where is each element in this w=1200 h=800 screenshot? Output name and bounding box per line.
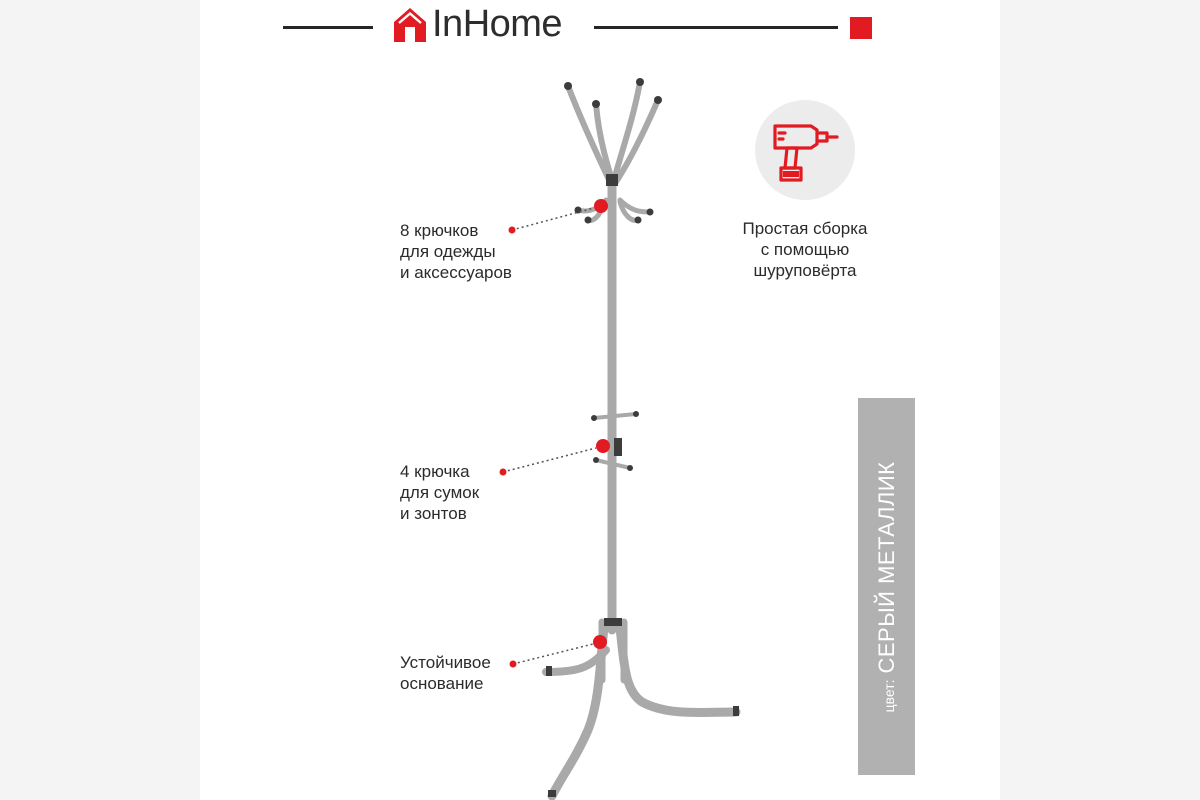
callout-line: и зонтов	[400, 504, 467, 523]
callout-line: Устойчивое	[400, 653, 491, 672]
assembly-line: Простая сборка	[742, 219, 868, 238]
callout-line: 4 крючка	[400, 462, 470, 481]
right-margin-band	[1000, 0, 1200, 800]
callout-line: основание	[400, 674, 484, 693]
assembly-caption: Простая сборка с помощью шуруповёрта	[705, 218, 905, 281]
callout-line: для одежды	[400, 242, 496, 261]
assembly-badge	[755, 100, 855, 200]
header-rule-right	[594, 26, 838, 29]
callout-hooks-top: 8 крючков для одежды и аксессуаров	[400, 220, 512, 283]
callout-line: и аксессуаров	[400, 263, 512, 282]
left-margin-band	[0, 0, 200, 800]
assembly-line: шуруповёрта	[753, 261, 857, 280]
house-icon	[394, 8, 426, 42]
color-value: СЕРЫЙ МЕТАЛЛИК	[873, 461, 899, 674]
color-label: цвет:	[880, 679, 897, 712]
callout-hooks-mid: 4 крючка для сумок и зонтов	[400, 461, 479, 524]
color-badge-text: цвет: СЕРЫЙ МЕТАЛЛИК	[874, 461, 900, 712]
assembly-line: с помощью	[760, 240, 850, 259]
brand-accent-square	[850, 17, 872, 39]
callout-line: 8 крючков	[400, 221, 479, 240]
callout-base: Устойчивое основание	[400, 652, 491, 694]
brand-logo-text: InHome	[432, 3, 563, 45]
color-badge: цвет: СЕРЫЙ МЕТАЛЛИК	[858, 398, 915, 775]
drill-icon	[773, 124, 839, 182]
header-rule-left	[283, 26, 373, 29]
callout-line: для сумок	[400, 483, 480, 502]
